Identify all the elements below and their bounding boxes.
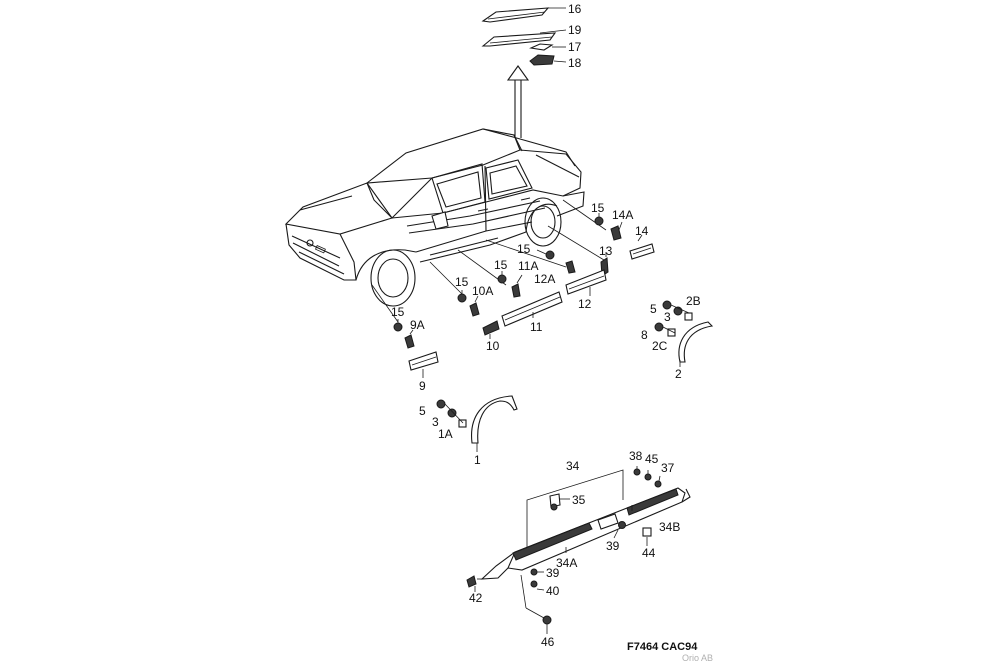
label-34: 34 xyxy=(566,459,580,473)
part-44-clip xyxy=(642,527,652,546)
part-9a-clip xyxy=(404,329,415,349)
label-14: 14 xyxy=(635,224,649,238)
label-18: 18 xyxy=(568,56,582,70)
label-39-a: 39 xyxy=(606,539,620,553)
label-8: 8 xyxy=(641,328,648,342)
part-19-trim-strip xyxy=(481,29,567,47)
front-arch-fasteners xyxy=(436,399,467,428)
part-34-bracket xyxy=(597,513,619,530)
part-18-bracket xyxy=(529,54,567,66)
label-15-c: 15 xyxy=(494,258,508,272)
part-17-pad xyxy=(529,43,566,51)
label-11: 11 xyxy=(530,320,543,334)
part-39-40-screws xyxy=(530,568,545,591)
part-12a-clip xyxy=(565,260,576,274)
label-44: 44 xyxy=(642,546,656,560)
label-11a: 11A xyxy=(518,259,538,273)
label-45: 45 xyxy=(645,452,659,466)
label-15-a: 15 xyxy=(591,201,605,215)
part-10-end-cap xyxy=(482,320,500,339)
part-11-moulding xyxy=(501,291,563,327)
label-42: 42 xyxy=(469,591,483,605)
part-34b-sill-strip xyxy=(626,488,679,516)
part-9-emblem xyxy=(408,351,439,378)
part-14-emblem xyxy=(629,234,655,260)
label-35: 35 xyxy=(572,493,586,507)
label-15-b: 15 xyxy=(517,242,531,256)
label-9a: 9A xyxy=(410,318,425,332)
label-19: 19 xyxy=(568,23,582,37)
label-16: 16 xyxy=(568,2,582,16)
label-15-e: 15 xyxy=(391,305,405,319)
figure-code: F7464 CAC94 xyxy=(627,641,698,653)
label-5-a: 5 xyxy=(650,302,657,316)
label-38: 38 xyxy=(629,449,643,463)
label-1a: 1A xyxy=(438,427,453,441)
label-2c: 2C xyxy=(652,339,668,353)
label-46: 46 xyxy=(541,635,555,649)
label-10: 10 xyxy=(486,339,500,353)
label-9: 9 xyxy=(419,379,426,393)
label-10a: 10A xyxy=(472,284,493,298)
label-2: 2 xyxy=(675,367,682,381)
label-12: 12 xyxy=(578,297,592,311)
label-34a: 34A xyxy=(556,556,577,570)
part-38-45-37-fasteners xyxy=(633,466,662,488)
part-10a-clip xyxy=(469,295,480,317)
label-39-b: 39 xyxy=(546,566,560,580)
label-37: 37 xyxy=(661,461,675,475)
part-15-clip-c xyxy=(497,271,507,284)
label-5-b: 5 xyxy=(419,404,426,418)
label-13: 13 xyxy=(599,244,613,258)
credit-watermark: Orio AB xyxy=(682,653,713,663)
car-body xyxy=(284,128,585,307)
arrow-to-roof xyxy=(506,65,530,138)
label-1: 1 xyxy=(474,453,481,467)
part-1-wheel-arch-moulding xyxy=(471,395,518,452)
part-12-moulding xyxy=(565,269,607,296)
part-15-clip-d xyxy=(457,290,467,303)
label-17: 17 xyxy=(568,40,582,54)
label-34b: 34B xyxy=(659,520,680,534)
part-35-clip xyxy=(549,493,570,511)
rear-arch-fasteners xyxy=(654,300,693,337)
part-34-bracket-line xyxy=(526,469,624,547)
label-3-a: 3 xyxy=(664,310,671,324)
label-40: 40 xyxy=(546,584,560,598)
part-11a-clip xyxy=(511,274,523,298)
part-15-clip-b xyxy=(536,249,555,260)
label-12a: 12A xyxy=(534,272,555,286)
part-labels: 16 19 17 18 15 14A 14 13 15 11A 12A 12 1… xyxy=(391,2,701,649)
part-46-screw xyxy=(520,574,552,634)
label-3-b: 3 xyxy=(432,415,439,429)
part-34a-sill-strip xyxy=(512,522,593,561)
part-2-wheel-arch-moulding xyxy=(678,321,714,367)
part-39-clip-a xyxy=(613,521,626,539)
part-16-trim-strip xyxy=(481,7,566,23)
part-42-clip xyxy=(466,575,482,592)
label-15-d: 15 xyxy=(455,275,469,289)
part-15-clip-a xyxy=(594,213,604,226)
part-14a-clip xyxy=(610,221,623,241)
label-14a: 14A xyxy=(612,208,633,222)
part-15-clip-e xyxy=(393,319,403,332)
label-2b: 2B xyxy=(686,294,701,308)
